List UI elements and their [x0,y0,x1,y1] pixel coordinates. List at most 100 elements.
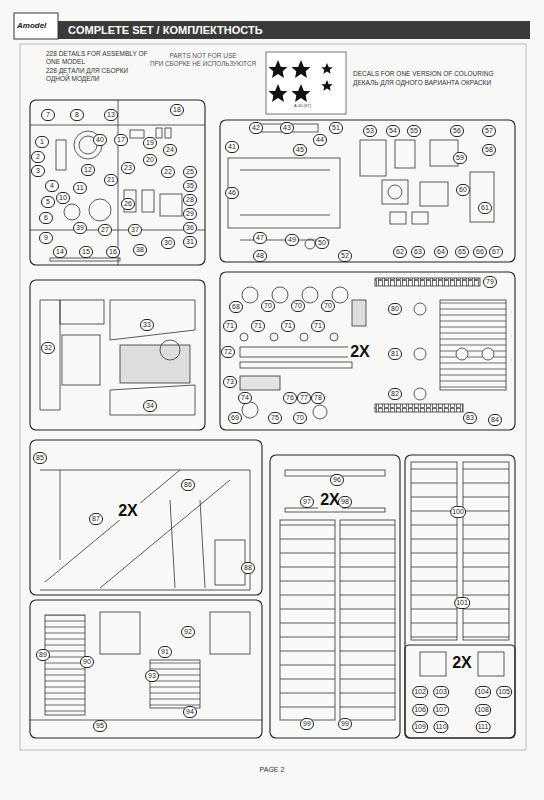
callout-number: 66 [473,246,487,258]
page-frame [20,44,526,750]
callout-number: 67 [489,246,503,258]
callout-number: 107 [433,704,449,716]
repeat-count: 2X [450,654,474,672]
callout-number: 4 [45,180,59,192]
callout-number: 33 [140,319,154,331]
callout-number: 70 [321,300,335,312]
callout-number: 27 [98,224,112,236]
callout-number: 94 [183,706,197,718]
callout-number: 98 [338,496,352,508]
note-text: A-40 (KT) [294,104,334,109]
callout-number: 54 [386,125,400,137]
callout-number: 73 [223,376,237,388]
callout-number: 77 [297,392,311,404]
callout-number: 95 [93,720,107,732]
callout-number: 19 [143,137,157,149]
callout-number: 84 [488,414,502,426]
callout-number: 23 [121,162,135,174]
callout-number: 7 [41,109,55,121]
callout-number: 68 [229,301,243,313]
callout-number: 53 [363,125,377,137]
sprue-frames [30,100,515,738]
callout-number: 75 [268,412,282,424]
callout-number: 43 [280,122,294,134]
note-text: ДЕКАЛЬ ДЛЯ ОДНОГО ВАРИАНТА ОКРАСКИ [353,79,523,87]
callout-number: 3 [31,165,45,177]
note-text: DECALS FOR ONE VERSION OF COLOURING [353,70,519,78]
callout-number: 14 [53,246,67,258]
sprue-parts [30,100,509,720]
callout-number: 70 [291,300,305,312]
callout-number: 101 [454,597,470,609]
callout-number: 91 [158,646,172,658]
callout-number: 6 [39,212,53,224]
callout-number: 63 [411,246,425,258]
repeat-count: 2X [348,343,372,361]
callout-number: 111 [476,721,491,733]
callout-number: 102 [412,686,428,698]
callout-number: 21 [104,174,118,186]
callout-number: 45 [293,144,307,156]
callout-number: 49 [285,234,299,246]
callout-number: 100 [450,506,466,518]
callout-number: 88 [241,562,255,574]
callout-number: 81 [388,348,402,360]
callout-number: 65 [455,246,469,258]
callout-number: 60 [456,184,470,196]
callout-number: 108 [475,704,491,716]
callout-number: 83 [463,412,477,424]
callout-number: 90 [80,656,94,668]
callout-number: 18 [170,104,184,116]
callout-number: 78 [311,392,325,404]
callout-number: 104 [475,686,491,698]
callout-number: 99 [300,718,314,730]
callout-number: 56 [450,125,464,137]
note-text: ПРИ СБОРКЕ НЕ ИСПОЛЬЗУЮТСЯ [148,60,258,68]
callout-number: 71 [281,320,295,332]
callout-number: 110 [433,721,448,733]
callout-number: 30 [161,237,175,249]
callout-number: 69 [228,412,242,424]
callout-number: 29 [183,208,197,220]
header-bar [14,13,530,39]
callout-number: 42 [249,122,263,134]
callout-number: 47 [253,232,267,244]
callout-number: 89 [36,649,50,661]
callout-number: 11 [73,182,87,194]
title-text: COMPLETE SET / КОМПЛЕКТНОСТЬ [68,23,263,37]
callout-number: 40 [93,134,107,146]
brand-logo: Amodel [17,21,46,30]
callout-number: 62 [393,246,407,258]
callout-number: 71 [251,320,265,332]
callout-number: 38 [133,244,147,256]
callout-number: 72 [221,346,235,358]
callout-number: 92 [181,626,195,638]
callout-number: 50 [315,237,329,249]
callout-number: 35 [183,180,197,192]
callout-number: 51 [329,122,343,134]
callout-number: 2 [31,151,45,163]
callout-number: 12 [81,164,95,176]
callout-number: 46 [225,187,239,199]
callout-number: 26 [121,198,135,210]
callout-number: 103 [433,686,449,698]
callout-number: 25 [183,166,197,178]
callout-number: 13 [104,109,118,121]
callout-number: 20 [143,154,157,166]
callout-number: 93 [145,670,159,682]
note-text: PARTS NOT FOR USE [148,52,258,60]
repeat-count: 2X [116,502,140,520]
callout-number: 31 [183,236,197,248]
callout-number: 34 [143,400,157,412]
callout-number: 74 [238,392,252,404]
note-text: 228 DETAILS FOR ASSEMBLY OF ONE MODEL [46,50,152,66]
callout-number: 79 [483,276,497,288]
callout-number: 52 [338,250,352,262]
callout-number: 59 [453,152,467,164]
callout-number: 32 [41,342,55,354]
callout-number: 109 [412,721,428,733]
callout-number: 10 [56,192,70,204]
decal-sheet [266,52,346,114]
callout-number: 9 [39,232,53,244]
